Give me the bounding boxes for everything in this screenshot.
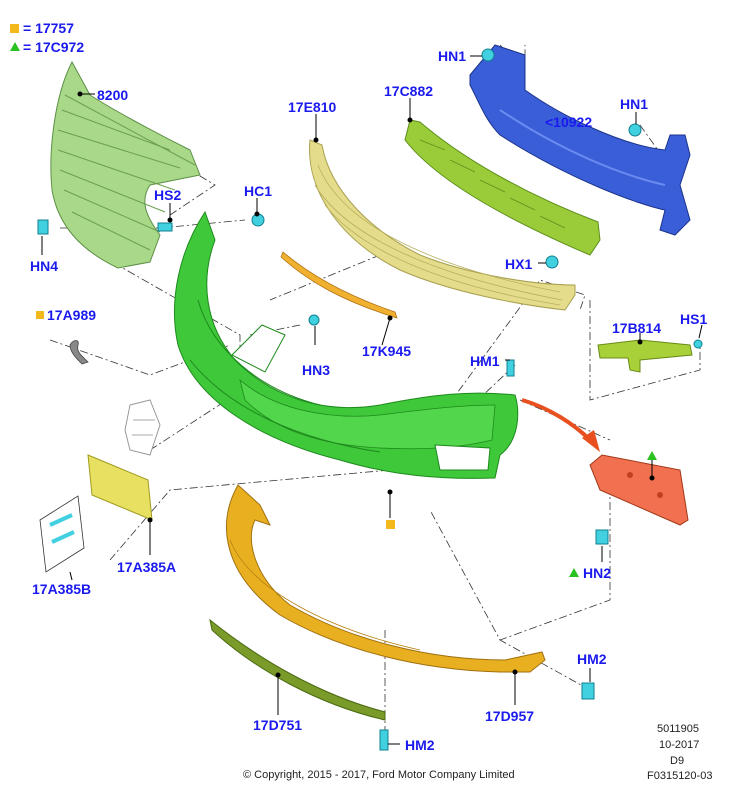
fastener-hx1[interactable] bbox=[545, 255, 559, 269]
license-bracket-17a385a[interactable] bbox=[87, 454, 153, 521]
legend-square-text: = 17757 bbox=[23, 20, 74, 36]
legend-triangle-icon bbox=[10, 42, 20, 51]
label-hn2[interactable]: HN2 bbox=[583, 565, 612, 581]
sensor-bracket[interactable] bbox=[589, 454, 689, 526]
label-hs2[interactable]: HS2 bbox=[154, 187, 182, 203]
label-hn1-right[interactable]: HN1 bbox=[620, 96, 649, 112]
fastener-hs2[interactable] bbox=[157, 222, 173, 232]
label-17a989[interactable]: 17A989 bbox=[47, 307, 97, 323]
label-hs1[interactable]: HS1 bbox=[680, 311, 708, 327]
label-hm2-right[interactable]: HM2 bbox=[577, 651, 607, 667]
label-17k945[interactable]: 17K945 bbox=[362, 343, 412, 359]
fastener-set-17a385b[interactable] bbox=[39, 495, 85, 573]
marker-square-bumper bbox=[386, 520, 395, 529]
fastener-hn4[interactable] bbox=[37, 219, 49, 235]
fastener-hm2-bottom[interactable] bbox=[379, 729, 389, 751]
part-17a989[interactable] bbox=[69, 340, 89, 365]
lower-valance-17d957[interactable] bbox=[225, 484, 546, 673]
strip-17k945[interactable] bbox=[280, 251, 398, 319]
fastener-hn2[interactable] bbox=[595, 529, 609, 545]
footer-code-2: 10-2017 bbox=[659, 739, 700, 751]
footer-code-1: 5011905 bbox=[657, 723, 700, 735]
air-deflector-17d751[interactable] bbox=[209, 618, 386, 721]
label-17a385a[interactable]: 17A385A bbox=[117, 559, 177, 575]
marker-triangle-sensor bbox=[647, 451, 657, 460]
copyright-text: © Copyright, 2015 - 2017, Ford Motor Com… bbox=[243, 769, 515, 781]
label-hn4[interactable]: HN4 bbox=[30, 258, 59, 274]
reinforcement-17c882[interactable] bbox=[404, 119, 601, 256]
bumper-beam-10922[interactable] bbox=[469, 44, 691, 236]
label-17b814[interactable]: 17B814 bbox=[612, 320, 662, 336]
label-17d957[interactable]: 17D957 bbox=[485, 708, 535, 724]
footer-code-3: D9 bbox=[670, 755, 685, 767]
label-leaders bbox=[41, 55, 703, 745]
legend-square-icon bbox=[10, 24, 19, 33]
label-hn1-top[interactable]: HN1 bbox=[438, 48, 467, 64]
label-10922[interactable]: <10922 bbox=[545, 114, 593, 130]
label-hm1[interactable]: HM1 bbox=[470, 353, 500, 369]
fastener-hm1[interactable] bbox=[506, 359, 515, 377]
bumper-cover[interactable] bbox=[173, 210, 519, 479]
label-17c882[interactable]: 17C882 bbox=[384, 83, 434, 99]
fastener-hm2-right[interactable] bbox=[581, 682, 595, 700]
footer-code-4: F0315120-03 bbox=[647, 770, 713, 782]
fastener-hn1-top[interactable] bbox=[481, 48, 495, 62]
sensor-arrow bbox=[521, 398, 600, 452]
fastener-hn3[interactable] bbox=[308, 314, 320, 326]
label-hm2-bottom[interactable]: HM2 bbox=[405, 737, 435, 753]
label-hn3[interactable]: HN3 bbox=[302, 362, 331, 378]
label-17a385b[interactable]: 17A385B bbox=[32, 581, 92, 597]
marker-square-17a989 bbox=[36, 311, 44, 319]
label-17e810[interactable]: 17E810 bbox=[288, 99, 337, 115]
label-hc1[interactable]: HC1 bbox=[244, 183, 273, 199]
fastener-hs1[interactable] bbox=[693, 339, 703, 349]
energy-absorber-17e810[interactable] bbox=[309, 139, 576, 311]
emblem[interactable] bbox=[124, 399, 161, 456]
fastener-hn1-right[interactable] bbox=[628, 123, 642, 137]
legend-triangle-text: = 17C972 bbox=[23, 39, 85, 55]
label-17d751[interactable]: 17D751 bbox=[253, 717, 303, 733]
label-hx1[interactable]: HX1 bbox=[505, 256, 533, 272]
bracket-17b814[interactable] bbox=[597, 339, 693, 373]
grille-8200[interactable] bbox=[50, 60, 201, 269]
label-8200[interactable]: 8200 bbox=[97, 87, 129, 103]
marker-triangle-hn2 bbox=[569, 568, 579, 577]
